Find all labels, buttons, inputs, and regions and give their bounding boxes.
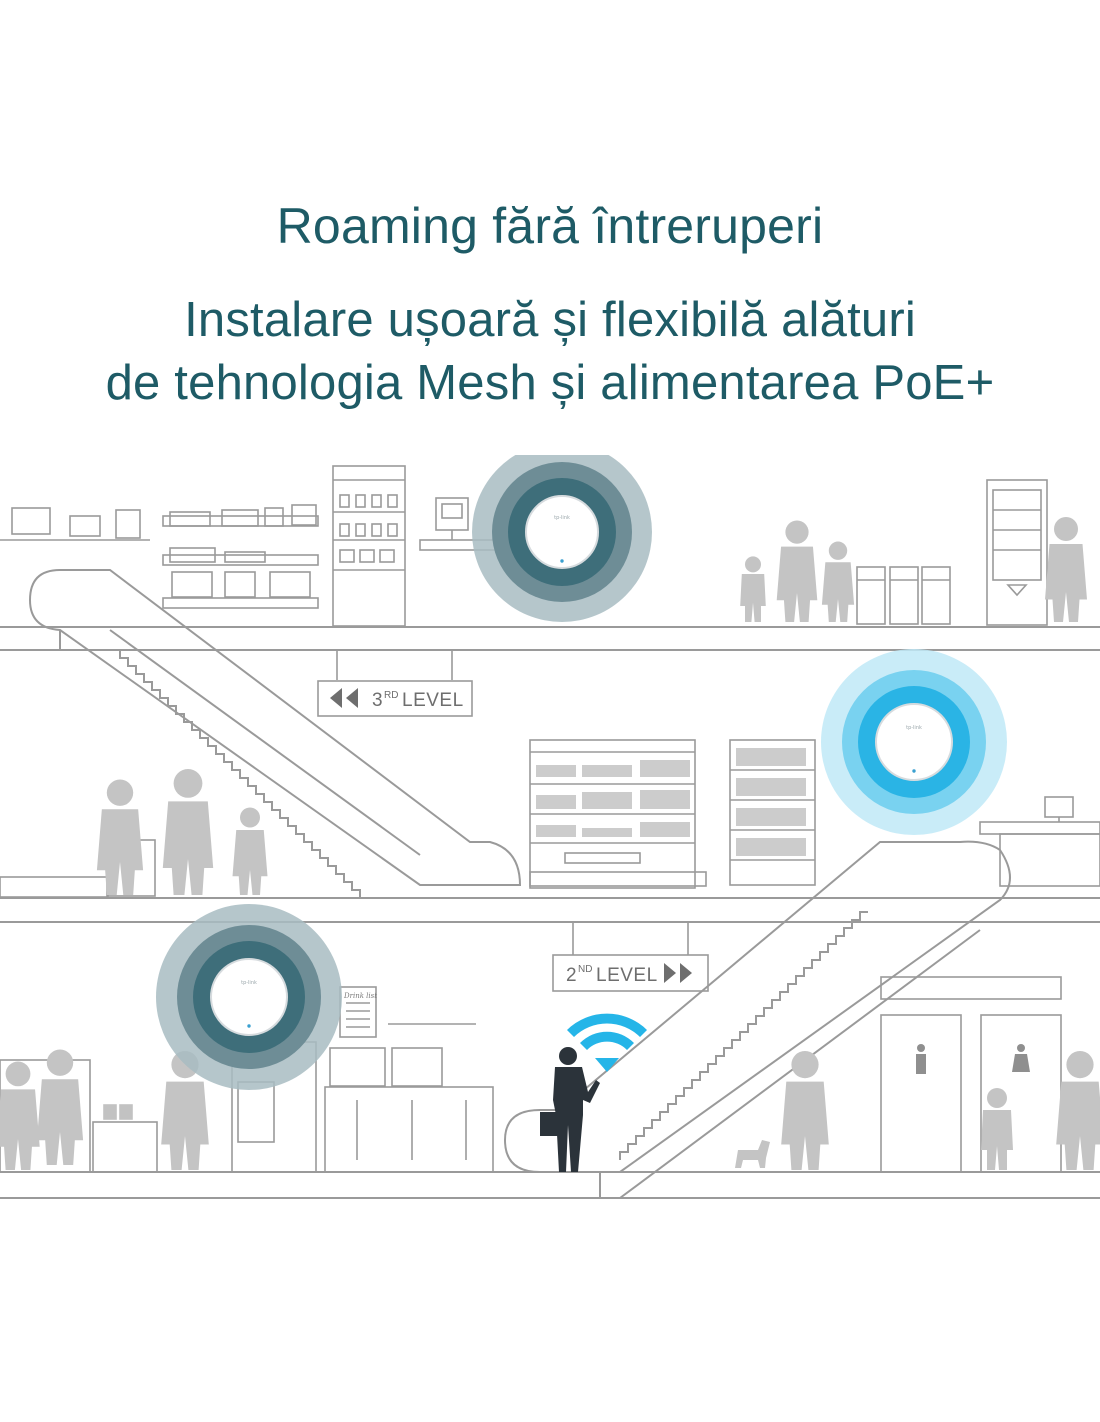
headline-subtitle: Instalare ușoară și flexibilă alături de… [0, 289, 1100, 415]
wifi-signal-icon [567, 1013, 647, 1072]
headline-line-1: Roaming fără întreruperi [276, 198, 824, 254]
access-point-icon: tp-link [875, 703, 953, 781]
male-restroom-icon [916, 1044, 926, 1074]
trash-bins [856, 566, 951, 625]
access-point-icon: tp-link [525, 495, 599, 569]
double-arrow-left-icon [330, 688, 358, 708]
level-3-suffix: RD [384, 690, 398, 701]
vending-machine [986, 479, 1048, 626]
grocery-shelves [529, 739, 816, 889]
level-2-suffix: ND [578, 964, 592, 975]
svg-text:tp-link: tp-link [906, 725, 922, 731]
level-2-number: 2 [566, 965, 577, 986]
grocery-products [536, 748, 806, 856]
mall-illustration: 3 RD LEVEL 2 ND LEVEL D [0, 455, 1100, 1199]
featured-person-with-phone [540, 1047, 600, 1172]
level-3-label: LEVEL [402, 690, 464, 711]
camera-display-case [332, 465, 406, 627]
double-arrow-right-icon [664, 963, 692, 983]
shoppers [0, 517, 1100, 1170]
headline-line-2: Instalare ușoară și flexibilă alături [184, 293, 916, 347]
restrooms [880, 976, 1062, 1173]
escalator-upper [28, 569, 522, 899]
level-2-label: LEVEL [596, 965, 658, 986]
level-3-number: 3 [372, 690, 383, 711]
checkout-counter-middle [979, 796, 1100, 887]
svg-text:tp-link: tp-link [241, 980, 257, 986]
drink-menu-title: Drink list [343, 992, 377, 1000]
access-point-icon: tp-link [210, 958, 288, 1036]
female-restroom-icon [1012, 1044, 1030, 1072]
access-point-second-floor-active: tp-link [821, 649, 1007, 835]
level-2-sign [552, 922, 709, 992]
access-point-third-floor: tp-link [472, 455, 652, 622]
svg-text:tp-link: tp-link [554, 515, 570, 521]
electronics-store [0, 504, 319, 609]
headline-line-3: de tehnologia Mesh și alimentarea PoE+ [105, 356, 995, 410]
access-point-first-floor: tp-link [156, 904, 342, 1090]
escalator-lower [503, 840, 1011, 1199]
level-3-sign [317, 650, 473, 717]
